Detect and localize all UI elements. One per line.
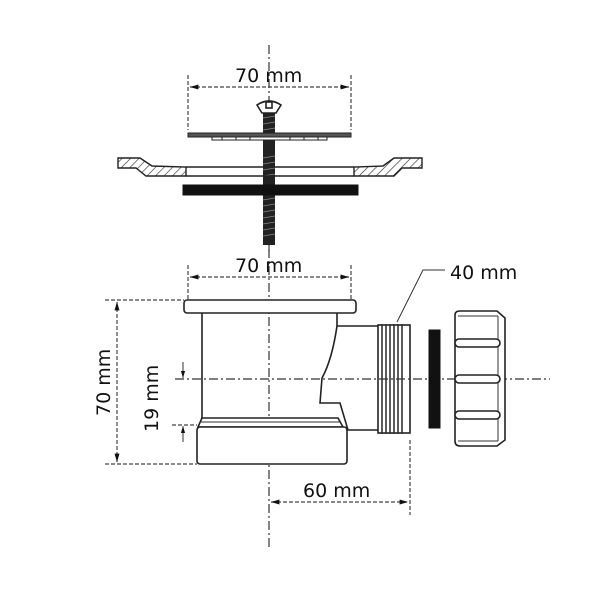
body-width-dimension: 70 mm xyxy=(187,255,352,300)
seal-ring xyxy=(428,329,441,429)
strainer-width-label: 70 mm xyxy=(235,65,302,87)
strainer-plate xyxy=(187,132,352,141)
outlet-offset-dimension: 19 mm xyxy=(141,362,197,442)
outlet-length-label: 60 mm xyxy=(303,480,370,502)
waste-body xyxy=(183,299,378,465)
compression-nut xyxy=(454,310,506,447)
sink-flange xyxy=(117,157,423,177)
body-height-dimension: 70 mm xyxy=(93,299,197,465)
outlet-offset-label: 19 mm xyxy=(141,365,163,432)
body-height-label: 70 mm xyxy=(93,349,115,416)
thread-diameter-label: 40 mm xyxy=(450,262,517,284)
gasket xyxy=(182,184,359,196)
thread-diameter-callout: 40 mm xyxy=(396,262,517,323)
screw xyxy=(255,100,283,252)
strainer-width-dimension: 70 mm xyxy=(187,65,352,130)
outlet-length-dimension: 60 mm xyxy=(271,440,411,515)
body-width-label: 70 mm xyxy=(235,255,302,277)
